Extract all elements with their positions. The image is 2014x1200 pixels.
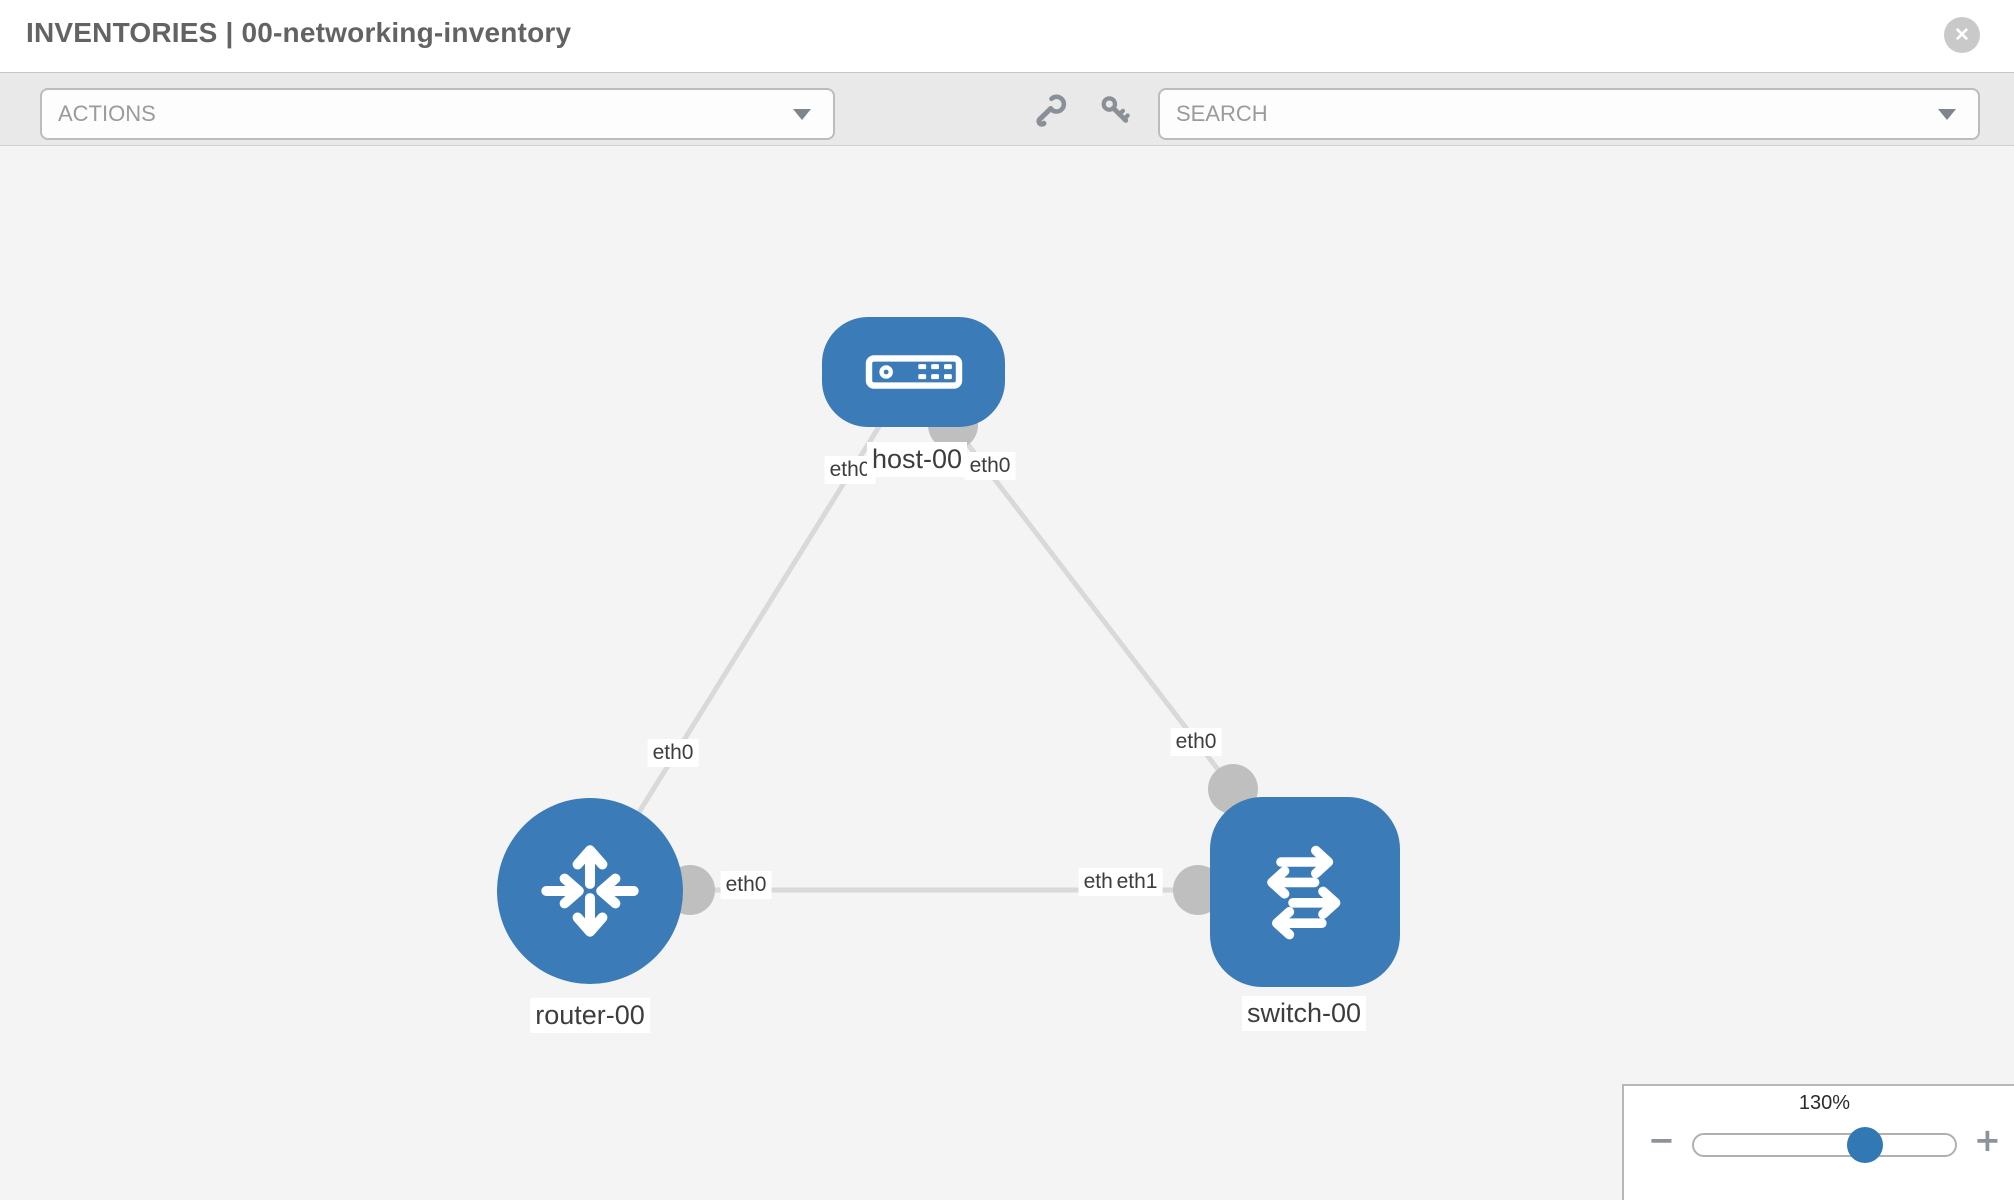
- actions-dropdown[interactable]: ACTIONS: [40, 88, 835, 140]
- switch-icon: [1267, 845, 1341, 940]
- zoom-in-button[interactable]: +: [1974, 1121, 2001, 1159]
- toolbar: ACTIONS SEARCH: [0, 72, 2014, 146]
- links-layer: [587, 370, 1235, 893]
- zoom-slider-handle[interactable]: [1847, 1127, 1883, 1163]
- iface-label: eth1: [1111, 868, 1163, 897]
- close-button[interactable]: ✕: [1944, 17, 1980, 53]
- chevron-down-icon: [1938, 109, 1956, 120]
- actions-dropdown-label: ACTIONS: [58, 101, 156, 126]
- search-dropdown-label: SEARCH: [1176, 101, 1268, 126]
- router-icon: [541, 845, 639, 937]
- iface-label: eth0: [964, 452, 1016, 481]
- page-title: INVENTORIES | 00-networking-inventory: [26, 17, 572, 48]
- topology-canvas[interactable]: eth0 eth0 eth0 eth0 eth0 eth0 eth1 host-…: [0, 146, 2014, 1200]
- zoom-out-button[interactable]: −: [1648, 1121, 1675, 1159]
- iface-label: eth0: [1170, 728, 1222, 757]
- chevron-down-icon: [793, 109, 811, 120]
- node-switch-00[interactable]: [1210, 797, 1400, 987]
- key-icon[interactable]: [1098, 93, 1132, 127]
- close-icon: ✕: [1954, 24, 1970, 46]
- node-host-00[interactable]: [822, 317, 1005, 427]
- wrench-icon[interactable]: [1036, 93, 1070, 127]
- node-label-host: host-00: [866, 442, 968, 478]
- node-label-router: router-00: [530, 998, 650, 1034]
- zoom-slider-track[interactable]: [1692, 1133, 1957, 1157]
- iface-label: eth0: [647, 739, 699, 768]
- node-label-switch: switch-00: [1241, 996, 1367, 1032]
- zoom-control-panel: 130% − +: [1622, 1084, 2014, 1200]
- host-icon: [865, 355, 962, 389]
- header: INVENTORIES | 00-networking-inventory ✕: [0, 0, 2014, 72]
- node-router-00[interactable]: [497, 798, 683, 984]
- iface-label: eth0: [720, 871, 772, 900]
- iface-label: eth0: [824, 456, 876, 485]
- search-dropdown[interactable]: SEARCH: [1158, 88, 1980, 140]
- zoom-percent-label: 130%: [1798, 1092, 1851, 1114]
